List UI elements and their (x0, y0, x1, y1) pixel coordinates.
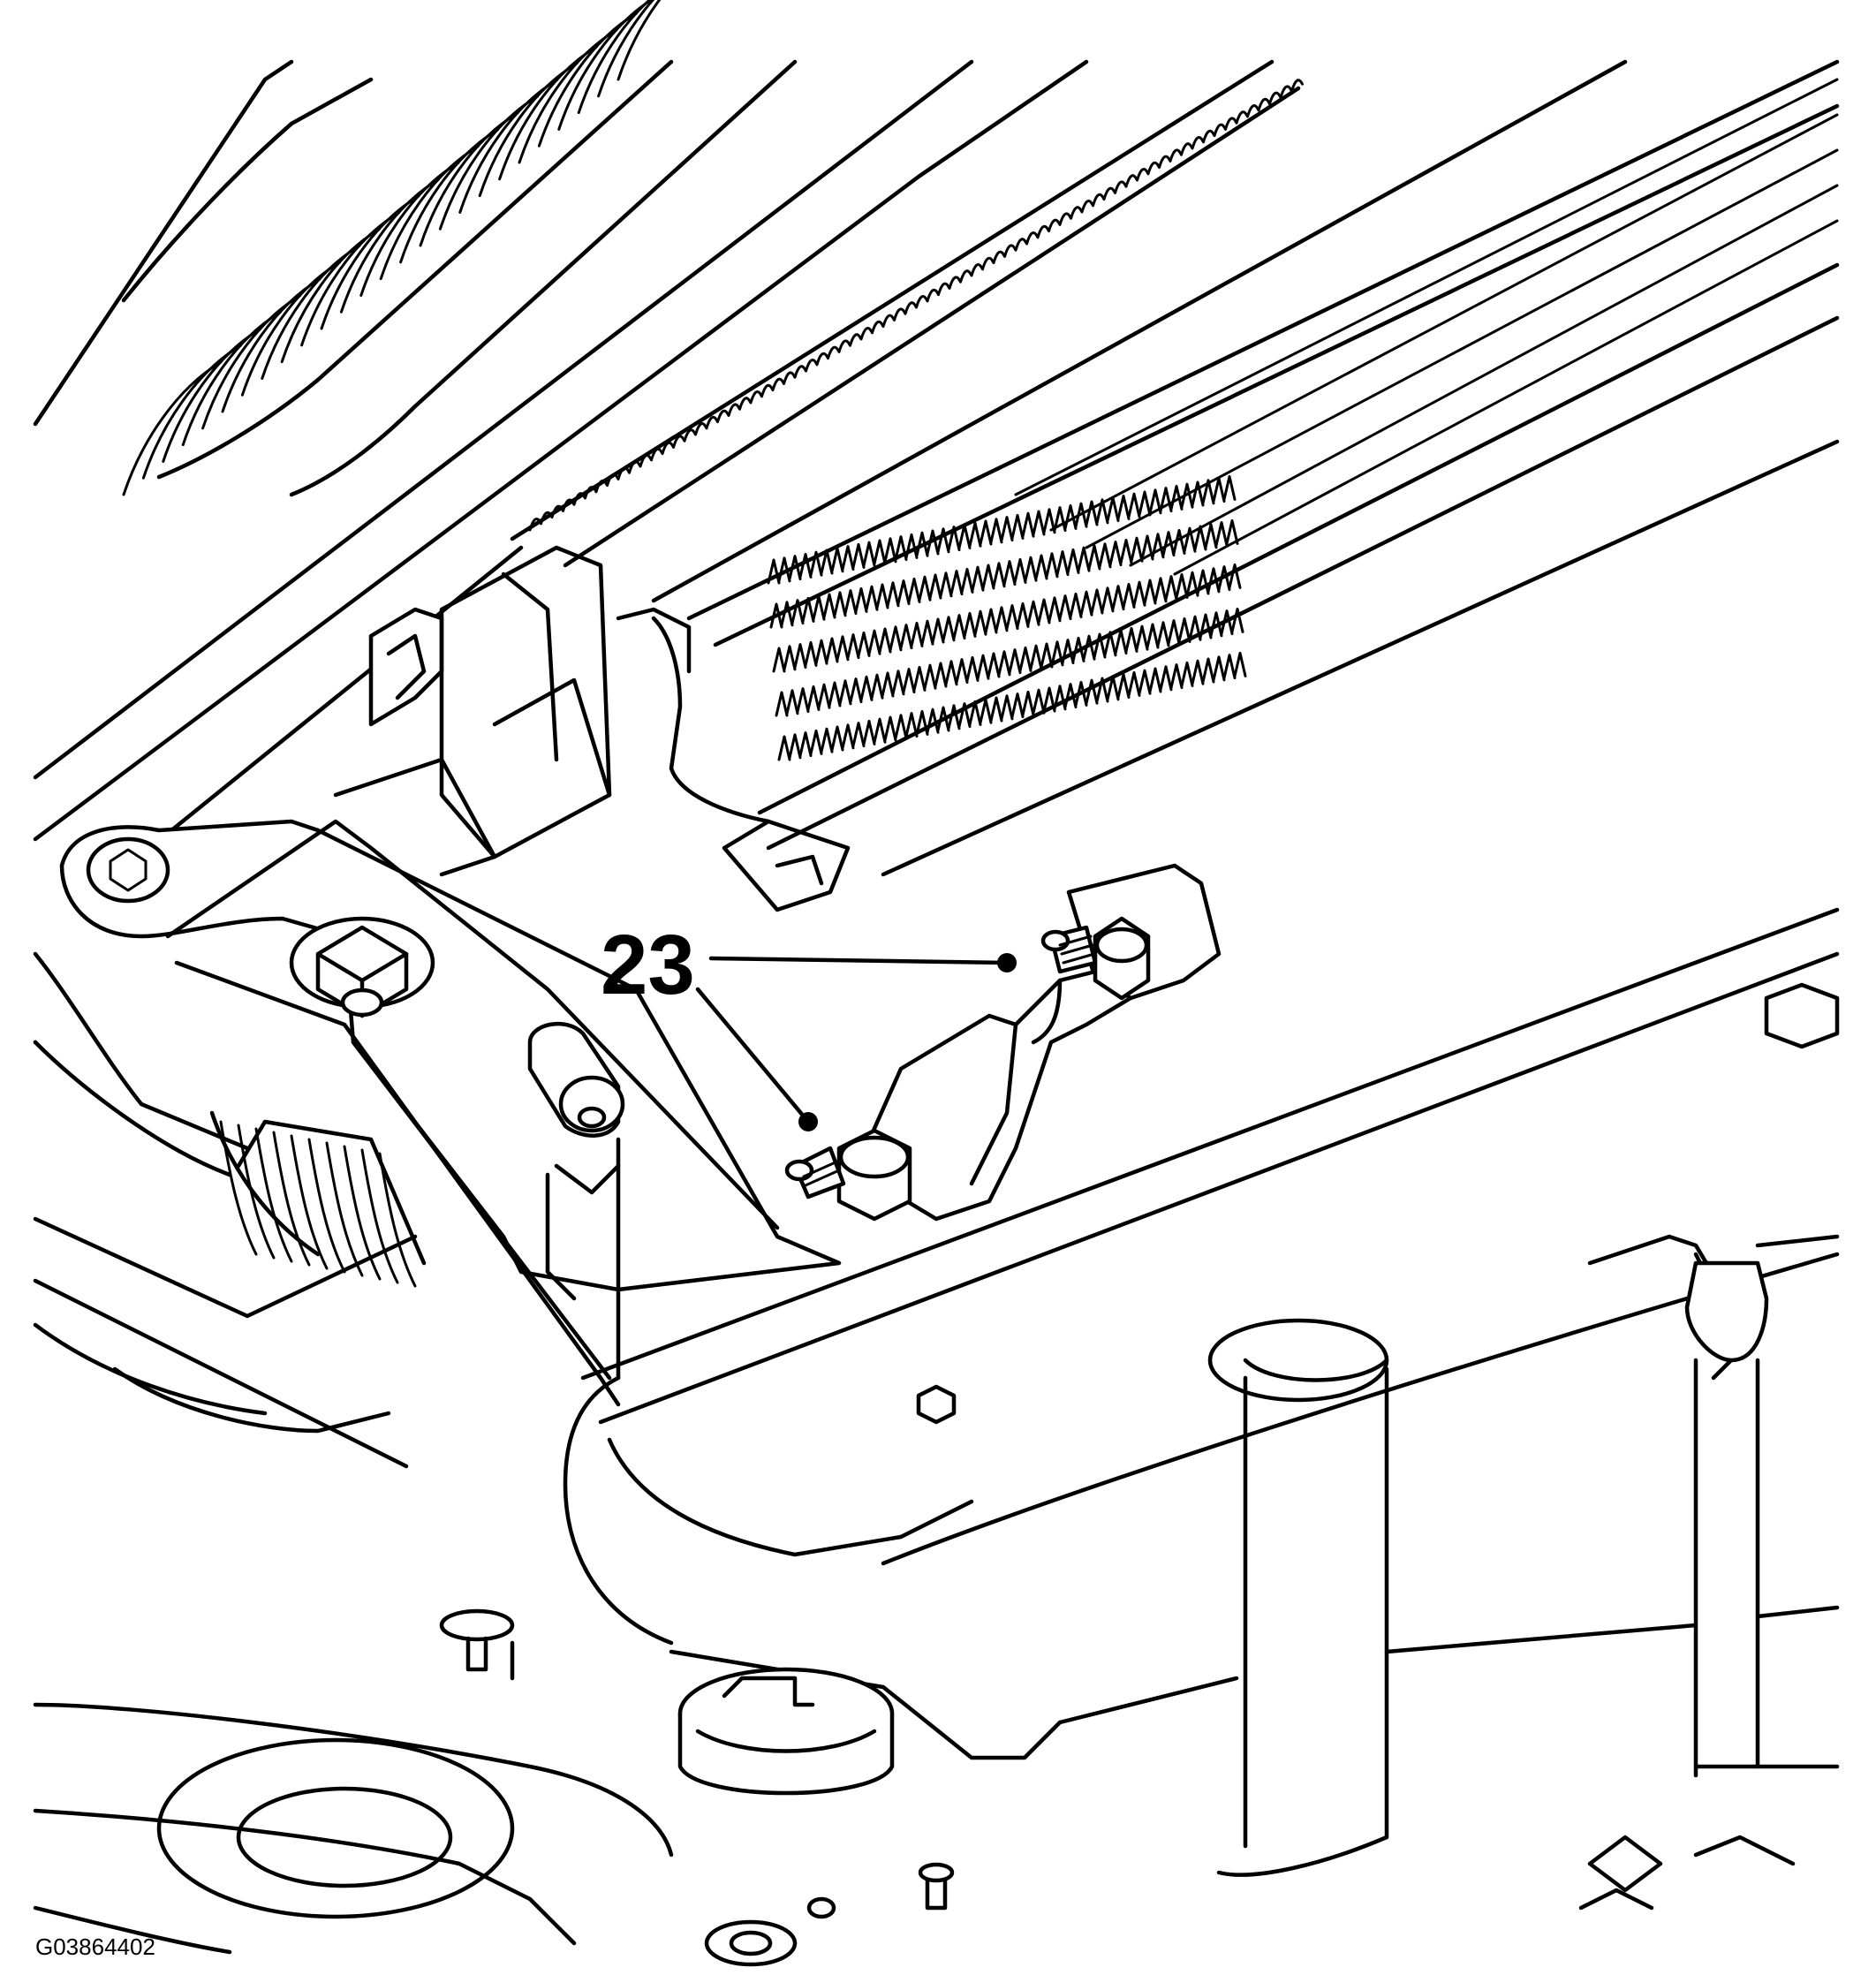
cooler-mount-clip (333, 545, 851, 912)
figure-id-label: G03864402 (35, 1933, 155, 1960)
bracket-nut-lower (784, 1128, 912, 1222)
cooler-core (510, 59, 1840, 877)
support-post-left (1207, 1318, 1389, 1849)
corrugated-hose-upper (33, 0, 798, 497)
cooler-line-bracket (863, 863, 1222, 1222)
callout-dot-upper (997, 953, 1017, 972)
lower-housing (33, 951, 674, 1646)
bracket-nut-upper (1040, 916, 1151, 1001)
mounting-bracket (59, 819, 842, 1407)
bracket-bolt-small (527, 1021, 625, 1138)
cross-member (580, 907, 1840, 1566)
bracket-bolt-large (289, 916, 435, 1018)
callout-dot-lower (798, 1112, 818, 1131)
callout-number: 23 (601, 918, 695, 1012)
callout-23: 23 (601, 918, 1017, 1131)
drain-plug (677, 1667, 895, 1796)
oil-pan (33, 1605, 1840, 1955)
support-post-right (1684, 1260, 1769, 1778)
small-studs (439, 1608, 955, 1967)
